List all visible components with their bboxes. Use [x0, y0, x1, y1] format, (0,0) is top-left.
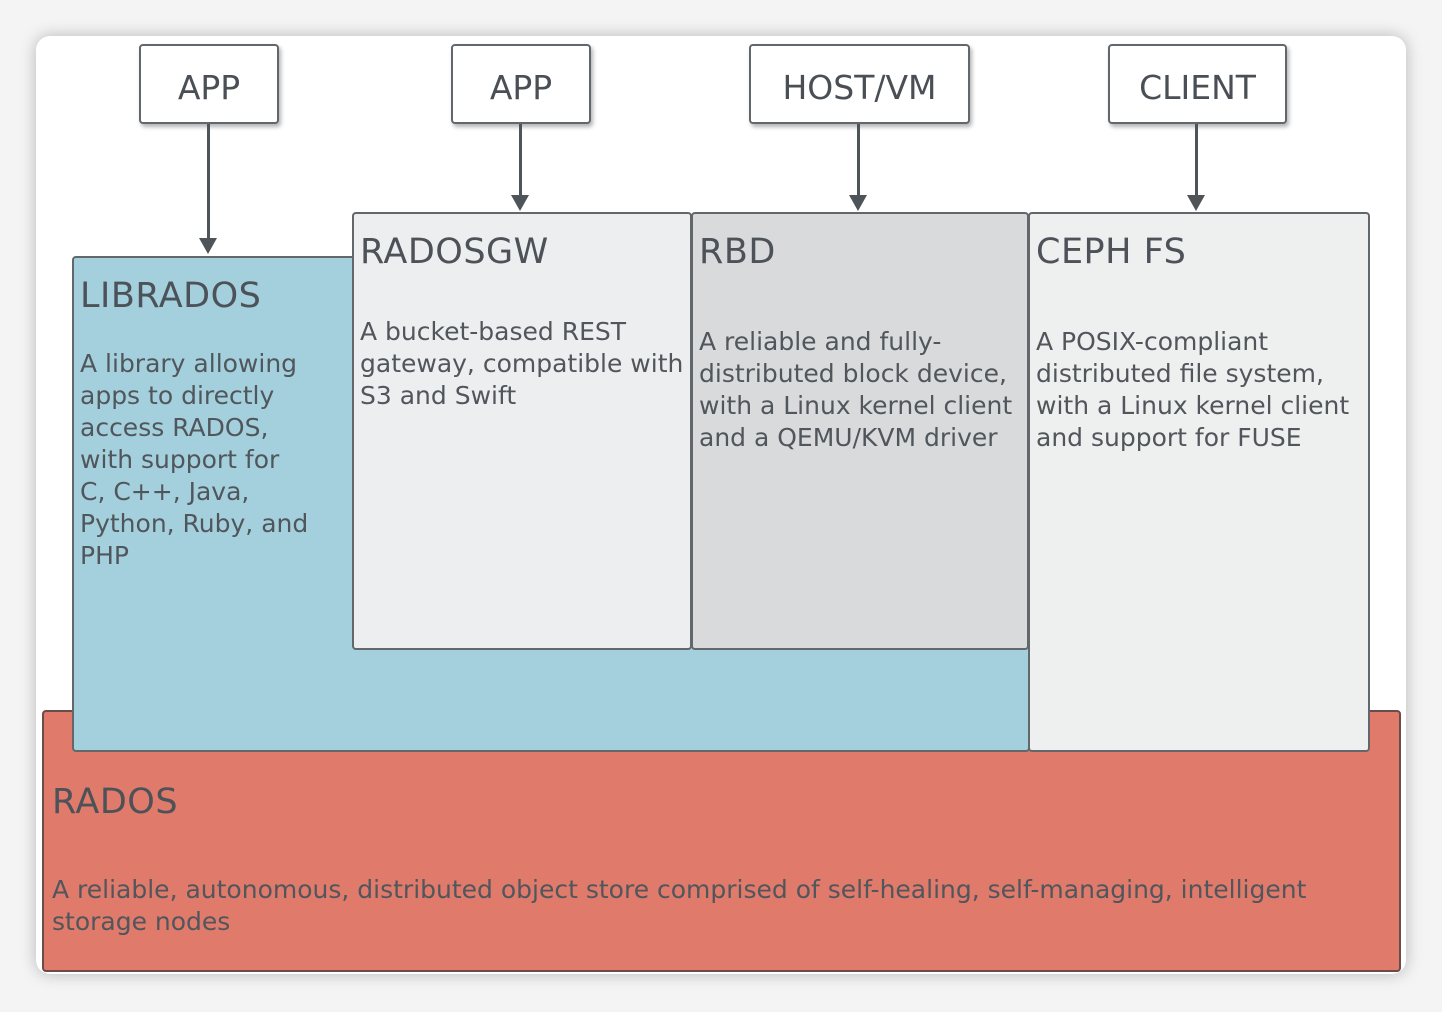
rados-description: A reliable, autonomous, distributed obje… — [52, 875, 1307, 936]
rados-box: RADOS A reliable, autonomous, distribute… — [42, 710, 1401, 972]
app-label-2: APP — [489, 67, 553, 107]
arrow-app-radosgw — [519, 124, 522, 196]
app-box-2: APP — [451, 44, 591, 124]
host-vm-box: HOST/VM — [749, 44, 970, 124]
rbd-box: RBD A reliable and fully-distributed blo… — [691, 212, 1029, 650]
librados-title: LIBRADOS — [80, 276, 262, 316]
cephfs-title: CEPH FS — [1036, 232, 1187, 272]
app-box-1: APP — [139, 44, 279, 124]
arrow-app-librados — [207, 124, 210, 238]
host-vm-label: HOST/VM — [782, 67, 937, 107]
librados-description: A library allowing apps to directly acce… — [80, 349, 309, 570]
radosgw-box: RADOSGW A bucket-based REST gateway, com… — [352, 212, 692, 650]
arrow-head-radosgw — [511, 195, 529, 211]
arrow-host-rbd — [857, 124, 860, 196]
client-box: CLIENT — [1108, 44, 1287, 124]
arrow-head-cephfs — [1187, 195, 1205, 211]
arrow-head-librados — [199, 238, 217, 254]
client-label: CLIENT — [1139, 67, 1256, 107]
arrow-client-cephfs — [1195, 124, 1198, 196]
radosgw-description: A bucket-based REST gateway, compatible … — [360, 317, 684, 410]
cephfs-description: A POSIX-compliant distributed file syste… — [1036, 327, 1350, 452]
cephfs-box: CEPH FS A POSIX-compliant distributed fi… — [1028, 212, 1370, 752]
rados-title: RADOS — [52, 782, 179, 822]
rbd-description: A reliable and fully-distributed block d… — [699, 327, 1013, 452]
app-label-1: APP — [177, 67, 241, 107]
arrow-head-rbd — [849, 195, 867, 211]
radosgw-title: RADOSGW — [360, 232, 549, 272]
rbd-title: RBD — [699, 232, 776, 272]
